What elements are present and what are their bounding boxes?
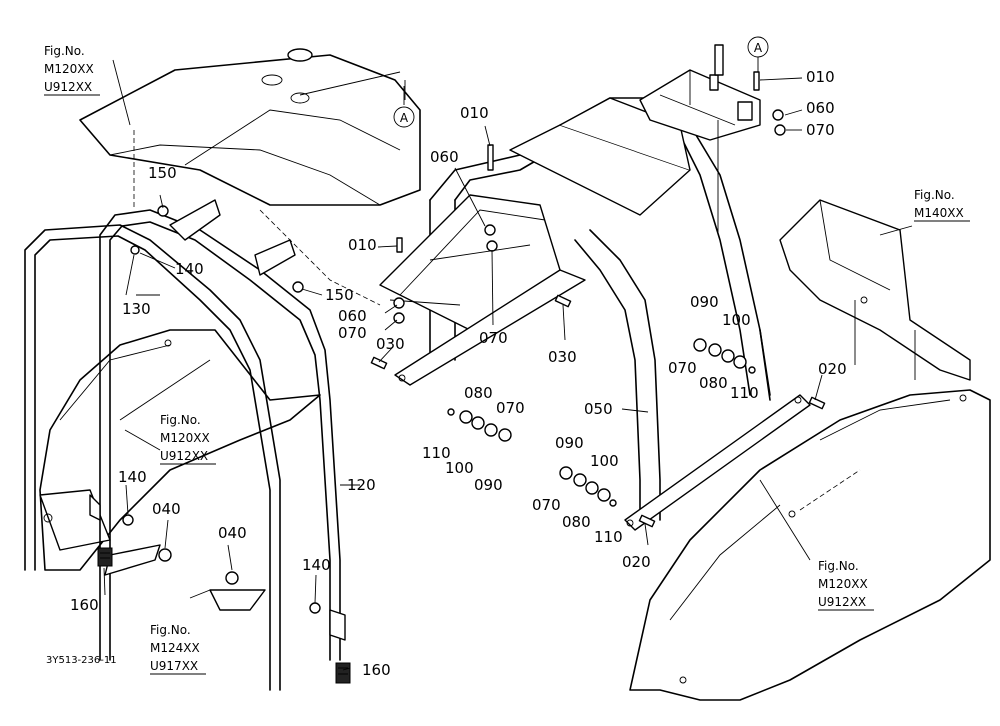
label-020-bottom: 020 <box>622 553 651 571</box>
label-010-left: 010 <box>348 236 377 254</box>
label-030-left: 030 <box>376 335 405 353</box>
label-140-left: 140 <box>118 468 147 486</box>
label-080-right-top: 080 <box>699 374 728 392</box>
label-060-mid: 060 <box>338 307 367 325</box>
label-140-bottom: 140 <box>302 556 331 574</box>
label-010-center: 010 <box>460 104 489 122</box>
label-100-right-top: 100 <box>722 311 751 329</box>
fig-ref-top-left: Fig.No. M120XX U912XX <box>44 44 100 96</box>
label-100-left: 100 <box>445 459 474 477</box>
label-050: 050 <box>584 400 613 418</box>
label-010-top-right: 010 <box>806 68 835 86</box>
fender-right <box>629 389 991 701</box>
svg-text:Fig.No.: Fig.No. <box>44 44 85 58</box>
label-090-right-bottom: 090 <box>555 434 584 452</box>
roll-bar-130 <box>24 224 281 691</box>
svg-text:Fig.No.: Fig.No. <box>150 623 191 637</box>
svg-text:U912XX: U912XX <box>818 595 866 609</box>
svg-text:Fig.No.: Fig.No. <box>818 559 859 573</box>
leader-lines <box>103 59 913 671</box>
svg-text:M120XX: M120XX <box>44 62 94 76</box>
drawing-code: 3Y513-236-11 <box>46 655 117 666</box>
label-150-top: 150 <box>148 164 177 182</box>
marker-a-left: A <box>393 86 415 128</box>
svg-text:U917XX: U917XX <box>150 659 198 673</box>
label-110-right-bottom: 110 <box>594 528 623 546</box>
label-070-right-top: 070 <box>668 359 697 377</box>
label-080-left: 080 <box>464 384 493 402</box>
hardware <box>122 44 826 614</box>
label-070-left: 070 <box>496 399 525 417</box>
svg-text:M124XX: M124XX <box>150 641 200 655</box>
svg-text:A: A <box>400 111 409 125</box>
label-110-right-top: 110 <box>730 384 759 402</box>
label-160-bottom: 160 <box>362 661 391 679</box>
fender-top-left <box>79 48 421 306</box>
fig-ref-left-mid: Fig.No. M120XX U912XX <box>124 413 216 465</box>
label-060-top-right: 060 <box>806 99 835 117</box>
svg-text:A: A <box>754 41 763 55</box>
label-110-left: 110 <box>422 444 451 462</box>
svg-text:M120XX: M120XX <box>160 431 210 445</box>
top-slider-bracket <box>639 69 761 232</box>
label-070-right-bottom: 070 <box>532 496 561 514</box>
fig-ref-bottom-right: Fig.No. M120XX U912XX <box>818 559 874 611</box>
label-090-right-top: 090 <box>690 293 719 311</box>
label-080-right-bottom: 080 <box>562 513 591 531</box>
label-120: 120 <box>347 476 376 494</box>
label-130: 130 <box>122 300 151 318</box>
label-070-top-right: 070 <box>806 121 835 139</box>
svg-text:U912XX: U912XX <box>44 80 92 94</box>
mount-brackets <box>89 199 351 684</box>
label-090-left: 090 <box>474 476 503 494</box>
svg-text:Fig.No.: Fig.No. <box>914 188 955 202</box>
label-160-left: 160 <box>70 596 99 614</box>
label-070-center: 070 <box>479 329 508 347</box>
svg-text:Fig.No.: Fig.No. <box>160 413 201 427</box>
label-040-mid: 040 <box>218 524 247 542</box>
bracket-right <box>779 199 971 381</box>
fig-ref-right: Fig.No. M140XX <box>914 188 970 222</box>
label-150-mid: 150 <box>325 286 354 304</box>
label-060-center: 060 <box>430 148 459 166</box>
label-140-top: 140 <box>175 260 204 278</box>
fig-ref-bottom-left: Fig.No. M124XX U917XX <box>150 623 206 675</box>
marker-a-right: A <box>747 36 769 72</box>
label-020-right: 020 <box>818 360 847 378</box>
svg-text:M140XX: M140XX <box>914 206 964 220</box>
part-labels: 010 060 070 010 060 010 150 140 150 060 … <box>70 68 847 679</box>
label-040-left: 040 <box>152 500 181 518</box>
label-030-center: 030 <box>548 348 577 366</box>
svg-text:M120XX: M120XX <box>818 577 868 591</box>
svg-text:U912XX: U912XX <box>160 449 208 463</box>
label-100-right-bottom: 100 <box>590 452 619 470</box>
label-070-mid: 070 <box>338 324 367 342</box>
